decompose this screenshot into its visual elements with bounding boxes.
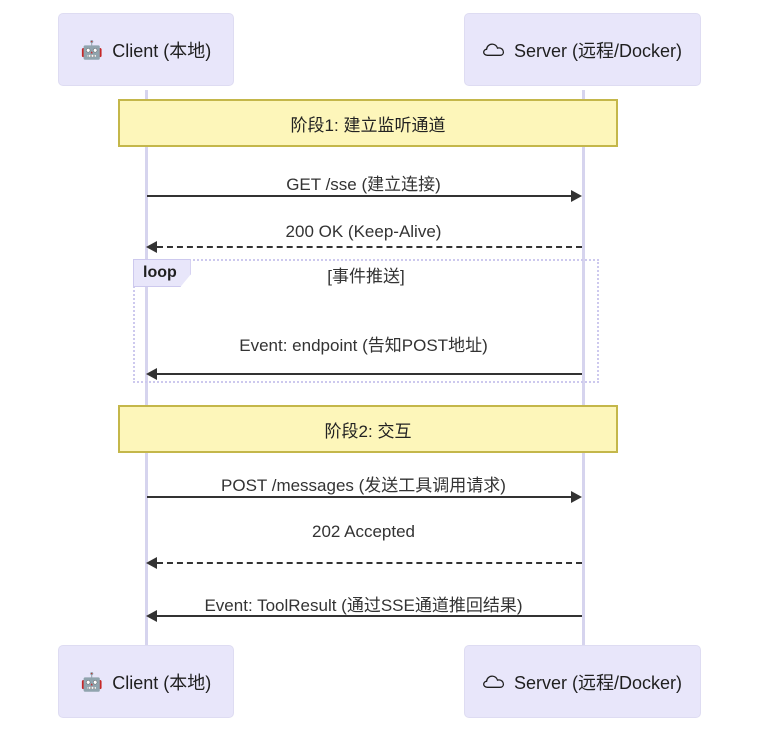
arrowhead-event-endpoint bbox=[146, 368, 157, 380]
message-label-post-messages: POST /messages (发送工具调用请求) bbox=[221, 476, 506, 495]
participant-server-top[interactable]: Server (远程/Docker) bbox=[464, 13, 701, 86]
participant-client-label: Client (本地) bbox=[112, 672, 212, 693]
participant-server-bottom[interactable]: Server (远程/Docker) bbox=[464, 645, 701, 718]
arrowhead-post-messages bbox=[571, 491, 582, 503]
participant-server-label: Server (远程/Docker) bbox=[513, 40, 683, 61]
participant-client-label: Client (本地) bbox=[112, 40, 212, 61]
message-label-event-endpoint: Event: endpoint (告知POST地址) bbox=[239, 336, 488, 355]
loop-tag: loop bbox=[133, 259, 191, 287]
robot-icon: 🤖 bbox=[80, 39, 104, 60]
participant-server-label: Server (远程/Docker) bbox=[513, 672, 683, 693]
arrowhead-200-ok bbox=[146, 241, 157, 253]
message-line-event-toolresult bbox=[157, 615, 582, 617]
arrowhead-202-accepted bbox=[146, 557, 157, 569]
note-phase-1: 阶段1: 建立监听通道 bbox=[118, 99, 618, 147]
cloud-icon bbox=[483, 674, 505, 689]
note-phase-1-text: 阶段1: 建立监听通道 bbox=[290, 115, 446, 135]
arrowhead-get-sse bbox=[571, 190, 582, 202]
robot-icon: 🤖 bbox=[80, 671, 104, 692]
note-phase-2-text: 阶段2: 交互 bbox=[324, 421, 412, 441]
loop-block bbox=[133, 259, 599, 383]
note-phase-2: 阶段2: 交互 bbox=[118, 405, 618, 453]
message-line-200-ok bbox=[157, 246, 582, 248]
loop-title: [事件推送] bbox=[327, 267, 405, 286]
message-label-202-accepted: 202 Accepted bbox=[311, 522, 416, 541]
loop-tag-label: loop bbox=[143, 264, 177, 281]
arrowhead-event-toolresult bbox=[146, 610, 157, 622]
lifeline-server bbox=[582, 90, 585, 646]
message-line-get-sse bbox=[147, 195, 572, 197]
message-label-event-toolresult: Event: ToolResult (通过SSE通道推回结果) bbox=[204, 596, 523, 615]
message-label-200-ok: 200 OK (Keep-Alive) bbox=[285, 222, 442, 241]
cloud-icon bbox=[483, 42, 505, 57]
participant-client-top[interactable]: 🤖 Client (本地) bbox=[58, 13, 234, 86]
message-label-get-sse: GET /sse (建立连接) bbox=[286, 175, 441, 194]
message-line-post-messages bbox=[147, 496, 572, 498]
participant-client-bottom[interactable]: 🤖 Client (本地) bbox=[58, 645, 234, 718]
message-line-event-endpoint bbox=[157, 373, 582, 375]
message-line-202-accepted bbox=[157, 562, 582, 564]
